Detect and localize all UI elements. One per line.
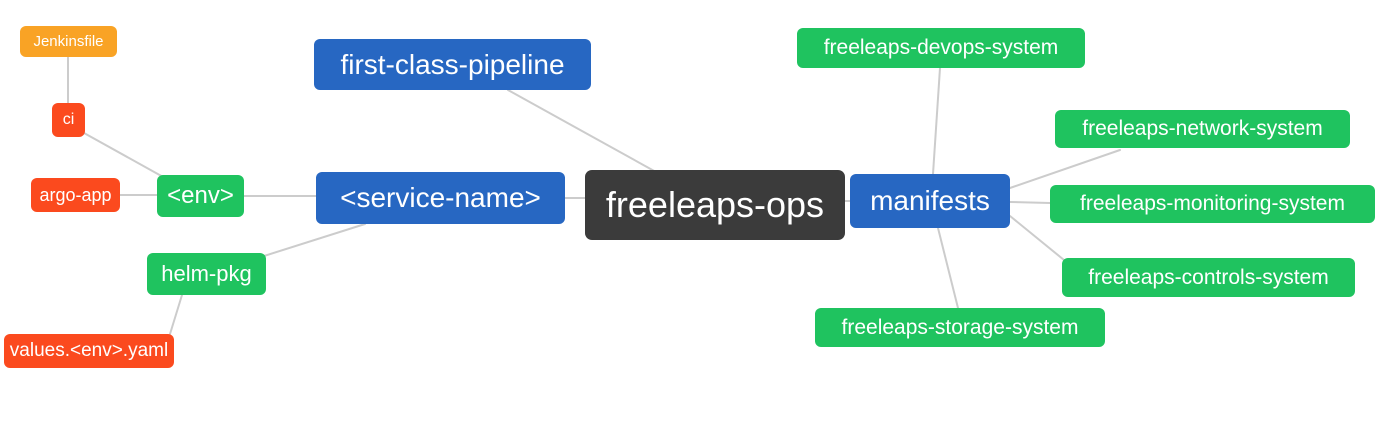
node-values-env-yaml[interactable]: values.<env>.yaml <box>4 334 174 368</box>
edge-helm-pkg-service-name <box>263 223 366 257</box>
edge-manifests-devops <box>932 67 941 175</box>
node-service-name[interactable]: <service-name> <box>316 172 565 224</box>
node-env[interactable]: <env> <box>157 175 244 217</box>
node-manifests[interactable]: manifests <box>850 174 1010 228</box>
node-freeleaps-controls-system[interactable]: freeleaps-controls-system <box>1062 258 1355 297</box>
edge-manifests-monitoring <box>1009 201 1051 204</box>
node-jenkinsfile[interactable]: Jenkinsfile <box>20 26 117 57</box>
node-ci[interactable]: ci <box>52 103 85 137</box>
node-first-class-pipeline[interactable]: first-class-pipeline <box>314 39 591 90</box>
node-freeleaps-storage-system[interactable]: freeleaps-storage-system <box>815 308 1105 347</box>
edge-values-helm-pkg <box>169 294 183 335</box>
edge-manifests-controls <box>1009 215 1065 261</box>
node-freeleaps-network-system[interactable]: freeleaps-network-system <box>1055 110 1350 148</box>
node-argo-app[interactable]: argo-app <box>31 178 120 212</box>
node-freeleaps-ops-root[interactable]: freeleaps-ops <box>585 170 845 240</box>
edge-manifests-storage <box>937 227 959 309</box>
edge-pipeline-freeleaps-ops <box>507 89 657 173</box>
node-freeleaps-monitoring-system[interactable]: freeleaps-monitoring-system <box>1050 185 1375 223</box>
edge-manifests-network <box>1009 149 1121 189</box>
node-helm-pkg[interactable]: helm-pkg <box>147 253 266 295</box>
node-freeleaps-devops-system[interactable]: freeleaps-devops-system <box>797 28 1085 68</box>
edge-ci-env <box>83 132 166 179</box>
